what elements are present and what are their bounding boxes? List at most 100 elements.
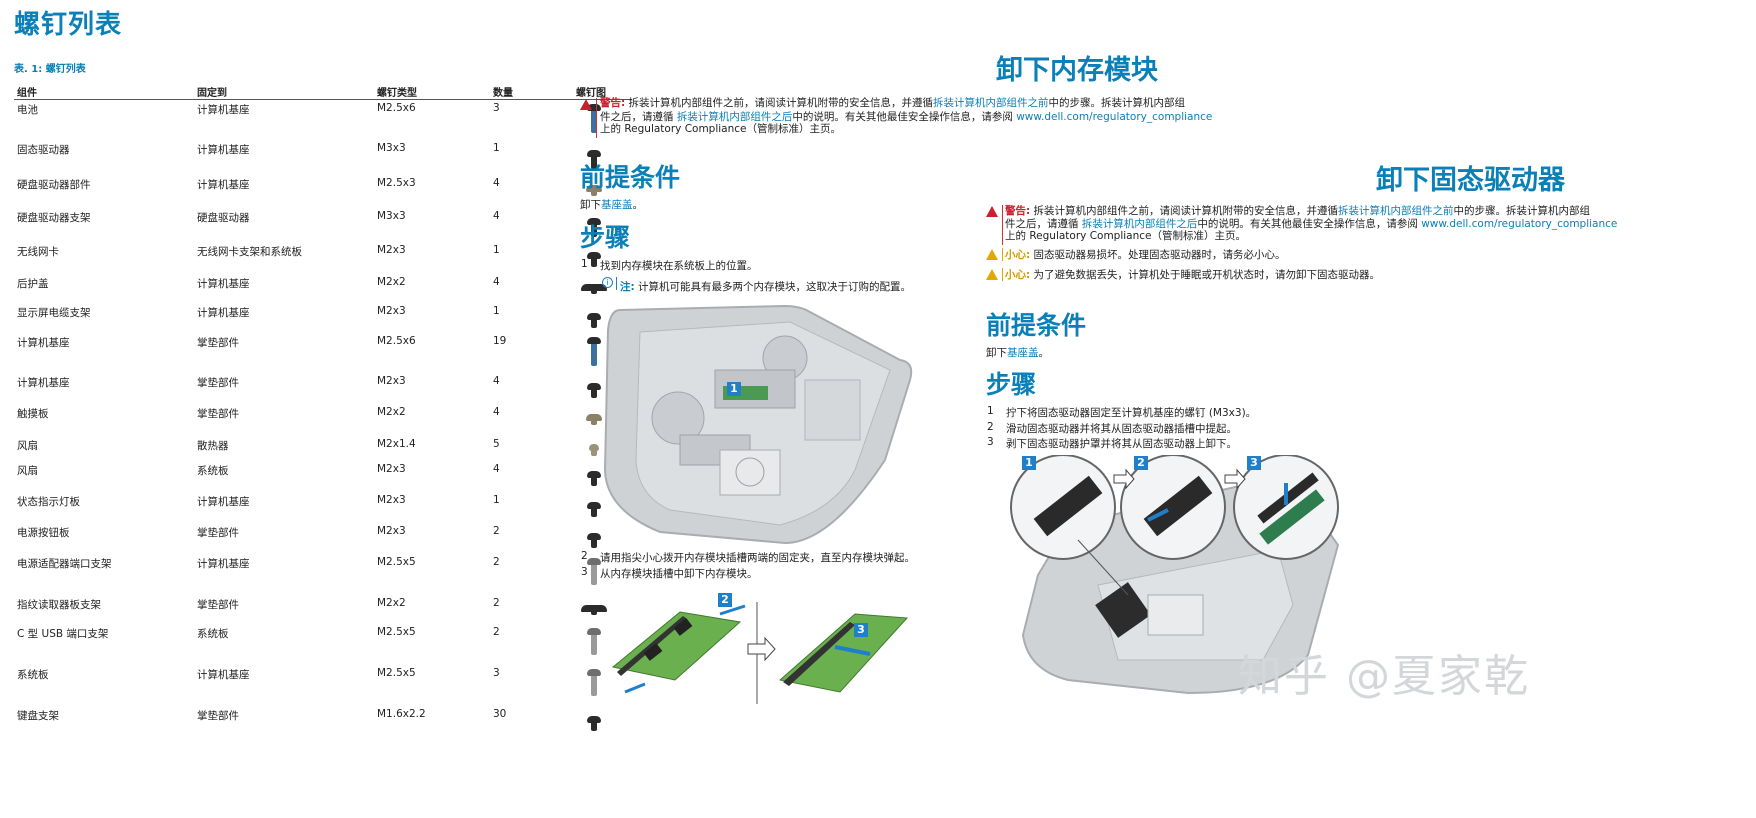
cell-screw-type: M2x3 bbox=[377, 494, 406, 506]
cell-quantity: 4 bbox=[493, 276, 500, 288]
cell-fixed-to: 硬盘驱动器 bbox=[197, 212, 250, 224]
cell-fixed-to: 掌垫部件 bbox=[197, 377, 239, 389]
header-screw-type: 螺钉类型 bbox=[377, 88, 417, 99]
cell-quantity: 4 bbox=[493, 375, 500, 387]
screw-icon bbox=[587, 558, 601, 585]
memory-note: 注: 计算机可能具有最多两个内存模块，这取决于订购的配置。 bbox=[620, 281, 912, 293]
cell-fixed-to: 计算机基座 bbox=[197, 104, 250, 116]
cell-component: 后护盖 bbox=[17, 278, 49, 290]
memory-prereq-title: 前提条件 bbox=[580, 163, 681, 192]
table-header: 组件 固定到 螺钉类型 数量 螺钉图 bbox=[14, 82, 632, 100]
watermark: 知乎 @夏家乾 bbox=[1238, 651, 1530, 702]
link-after-working[interactable]: 拆装计算机内部组件之后 bbox=[676, 111, 793, 123]
cell-quantity: 5 bbox=[493, 438, 500, 450]
screw-icon bbox=[587, 104, 601, 133]
screw-icon bbox=[587, 669, 601, 696]
cell-component: 电源按钮板 bbox=[17, 527, 70, 539]
cell-screw-type: M2x3 bbox=[377, 525, 406, 537]
ssd-step2-num: 2 bbox=[987, 421, 994, 433]
cell-screw-type: M1.6x2.2 bbox=[377, 708, 426, 720]
screw-icon bbox=[587, 218, 601, 237]
cell-screw-type: M2x3 bbox=[377, 244, 406, 256]
cell-fixed-to: 掌垫部件 bbox=[197, 599, 239, 611]
ssd-link-base-cover[interactable]: 基座盖 bbox=[1007, 347, 1039, 359]
ssd-warning-line2: 件之后，请遵循 拆装计算机内部组件之后中的说明。有关其他最佳安全操作信息，请参阅… bbox=[1005, 218, 1618, 230]
ssd-removal-illustration bbox=[1010, 455, 1340, 695]
ssd-step1-text: 拧下将固态驱动器固定至计算机基座的螺钉 (M3x3)。 bbox=[1006, 407, 1257, 419]
ssd-prereq-title: 前提条件 bbox=[986, 311, 1087, 340]
ssd-callout-1: 1 bbox=[1022, 456, 1036, 470]
cell-screw-type: M2x3 bbox=[377, 375, 406, 387]
ssd-link-regulatory-compliance[interactable]: www.dell.com/regulatory_compliance bbox=[1421, 218, 1618, 230]
cell-fixed-to: 计算机基座 bbox=[197, 179, 250, 191]
screw-list-title: 螺钉列表 bbox=[14, 10, 123, 40]
cell-screw-type: M2.5x6 bbox=[377, 102, 416, 114]
memory-prereq-text: 卸下基座盖。 bbox=[580, 199, 643, 211]
memory-step2-num: 2 bbox=[581, 550, 588, 562]
ssd-warning-icon bbox=[986, 206, 998, 217]
header-fixed-to: 固定到 bbox=[197, 88, 227, 99]
cell-screw-type: M3x3 bbox=[377, 210, 406, 222]
link-before-working[interactable]: 拆装计算机内部组件之前 bbox=[933, 97, 1049, 109]
memory-title: 卸下内存模块 bbox=[996, 55, 1158, 86]
cell-quantity: 2 bbox=[493, 626, 500, 638]
ssd-link-before-working[interactable]: 拆装计算机内部组件之前 bbox=[1338, 205, 1454, 217]
header-screw-image: 螺钉图 bbox=[576, 88, 606, 99]
ssd-caution-2: 小心: 为了避免数据丢失，计算机处于睡眠或开机状态时，请勿卸下固态驱动器。 bbox=[1005, 269, 1381, 281]
memory-step2-text: 请用指尖小心拨开内存模块插槽两端的固定夹，直至内存模块弹起。 bbox=[600, 552, 915, 564]
cell-component: 无线网卡 bbox=[17, 246, 59, 258]
link-base-cover[interactable]: 基座盖 bbox=[601, 199, 633, 211]
screw-icon bbox=[587, 716, 601, 731]
cell-quantity: 2 bbox=[493, 556, 500, 568]
cell-component: 风扇 bbox=[17, 440, 38, 452]
cell-component: 系统板 bbox=[17, 669, 49, 681]
cell-screw-type: M2x2 bbox=[377, 597, 406, 609]
link-regulatory-compliance[interactable]: www.dell.com/regulatory_compliance bbox=[1016, 111, 1213, 123]
cell-component: 显示屏电缆支架 bbox=[17, 307, 91, 319]
cell-screw-type: M2x2 bbox=[377, 406, 406, 418]
cell-component: 计算机基座 bbox=[17, 377, 70, 389]
memory-warning-line1: 警告: 拆装计算机内部组件之前，请阅读计算机附带的安全信息，并遵循拆装计算机内部… bbox=[600, 97, 1186, 109]
ssd-callout-2: 2 bbox=[1134, 456, 1148, 470]
memory-release-illustration bbox=[611, 602, 909, 704]
ssd-link-after-working[interactable]: 拆装计算机内部组件之后 bbox=[1081, 218, 1198, 230]
memory-callout-2: 2 bbox=[718, 593, 732, 607]
cell-component: 电源适配器端口支架 bbox=[17, 558, 112, 570]
cell-screw-type: M2.5x3 bbox=[377, 177, 416, 189]
table-caption: 表. 1: 螺钉列表 bbox=[14, 64, 86, 75]
cell-quantity: 2 bbox=[493, 525, 500, 537]
ssd-steps-title: 步骤 bbox=[986, 370, 1037, 399]
screw-icon bbox=[586, 185, 602, 196]
cell-quantity: 1 bbox=[493, 244, 500, 256]
cell-screw-type: M2.5x6 bbox=[377, 335, 416, 347]
cell-quantity: 4 bbox=[493, 406, 500, 418]
cell-quantity: 3 bbox=[493, 102, 500, 114]
memory-step3-text: 从内存模块插槽中卸下内存模块。 bbox=[600, 568, 758, 580]
cell-fixed-to: 计算机基座 bbox=[197, 669, 250, 681]
cell-fixed-to: 掌垫部件 bbox=[197, 710, 239, 722]
cell-screw-type: M2.5x5 bbox=[377, 626, 416, 638]
screw-icon bbox=[587, 150, 601, 169]
cell-screw-type: M2.5x5 bbox=[377, 667, 416, 679]
cell-screw-type: M3x3 bbox=[377, 142, 406, 154]
cell-component: 硬盘驱动器支架 bbox=[17, 212, 91, 224]
memory-callout-3: 3 bbox=[854, 623, 868, 637]
screw-icon bbox=[587, 471, 601, 486]
screw-icon bbox=[581, 284, 607, 294]
cell-screw-type: M2.5x5 bbox=[377, 556, 416, 568]
ssd-step3-text: 剥下固态驱动器护罩并将其从固态驱动器上卸下。 bbox=[1006, 438, 1237, 450]
cell-component: 硬盘驱动器部件 bbox=[17, 179, 91, 191]
cell-fixed-to: 系统板 bbox=[197, 465, 229, 477]
cell-screw-type: M2x2 bbox=[377, 276, 406, 288]
